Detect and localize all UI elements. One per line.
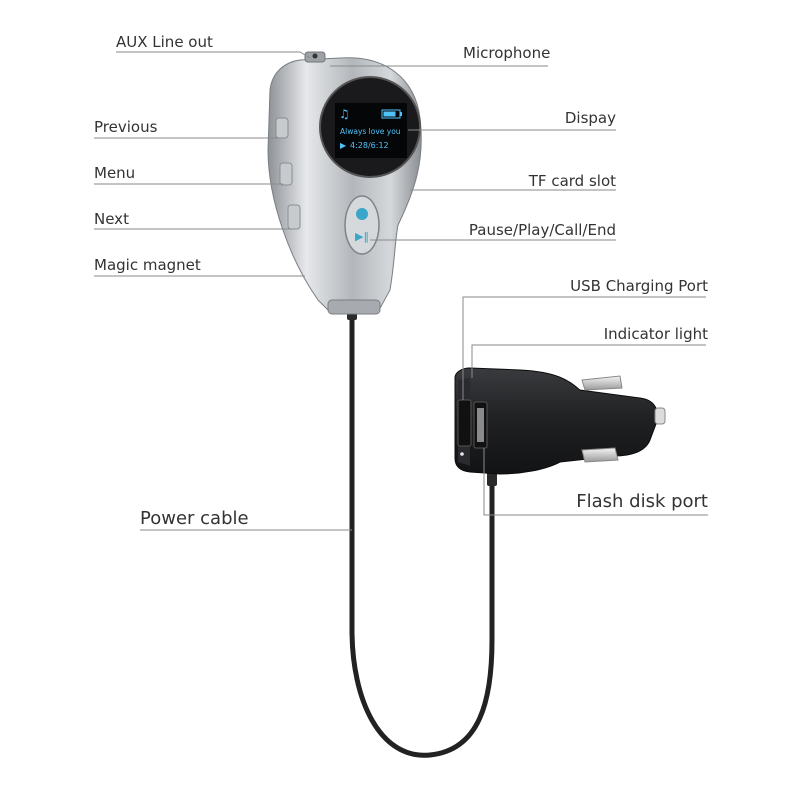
display-screen: ♫ Always love you ▶ 4:28/6:12 xyxy=(319,76,421,178)
play-icon: ▶ xyxy=(340,141,347,150)
music-note-icon: ♫ xyxy=(339,107,350,121)
label-next: Next xyxy=(94,210,129,228)
label-tf-card-slot: TF card slot xyxy=(528,172,616,190)
label-display: Dispay xyxy=(564,109,616,127)
label-indicator-light: Indicator light xyxy=(603,325,708,343)
label-aux-line-out: AUX Line out xyxy=(116,33,213,51)
label-magic-magnet: Magic magnet xyxy=(94,256,201,274)
usb-charging-port-slot[interactable] xyxy=(457,399,472,447)
label-microphone: Microphone xyxy=(463,44,551,62)
phone-icon xyxy=(356,208,368,220)
leader-lines xyxy=(94,51,708,531)
label-usb-charging-port: USB Charging Port xyxy=(570,277,708,295)
play-pause-icon: ▶‖ xyxy=(355,230,369,243)
car-charger xyxy=(454,367,666,475)
label-previous: Previous xyxy=(94,118,158,136)
label-power-cable: Power cable xyxy=(140,508,249,529)
label-menu: Menu xyxy=(94,164,136,182)
label-pause-play: Pause/Play/Call/End xyxy=(468,221,616,239)
screen-song-title: Always love you xyxy=(340,127,401,136)
pause-play-call-button[interactable]: ▶‖ xyxy=(344,195,380,255)
label-flash-disk-port: Flash disk port xyxy=(576,491,708,512)
indicator-light-dot xyxy=(460,452,464,456)
battery-icon xyxy=(381,109,402,119)
screen-time: 4:28/6:12 xyxy=(350,141,389,150)
